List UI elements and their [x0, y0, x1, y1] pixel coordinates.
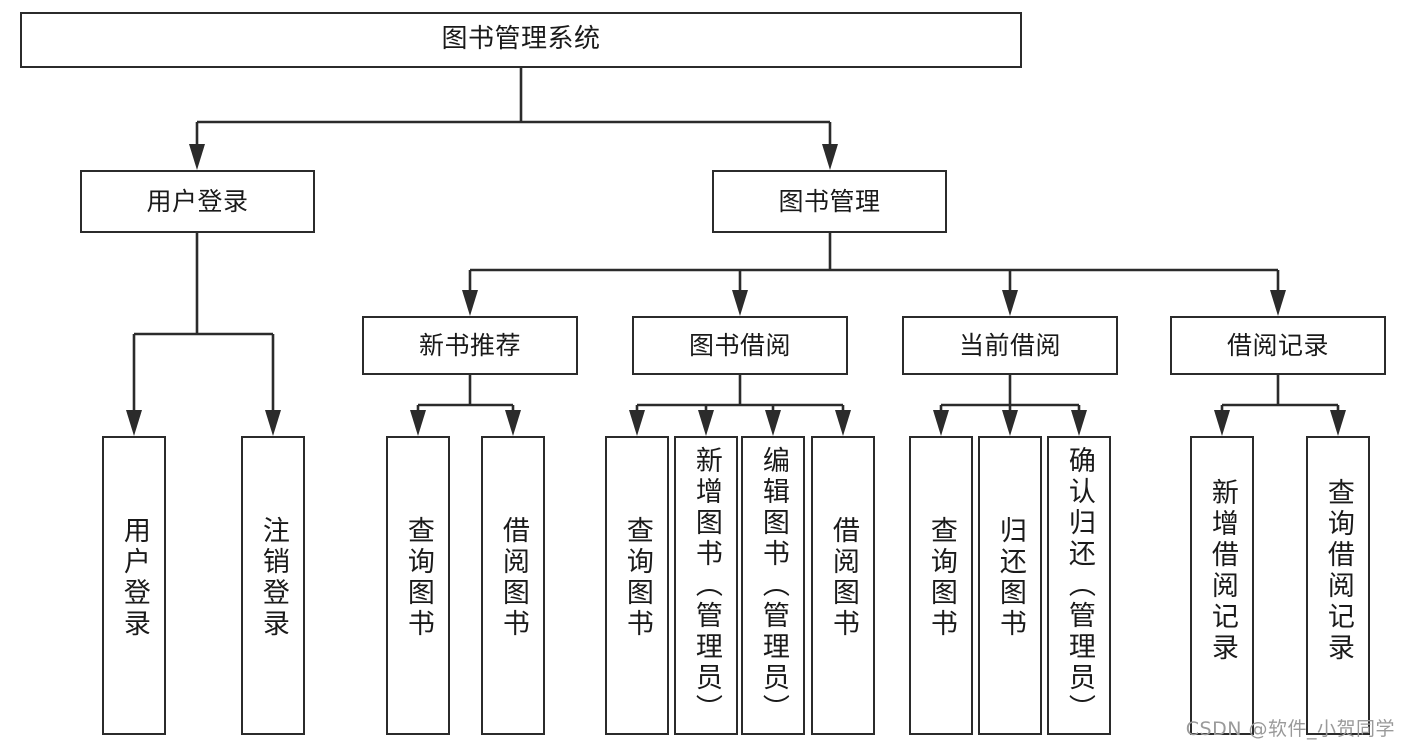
node-label: 查询图书: [621, 516, 653, 640]
edge-userlogin-to-leaves: [126, 233, 281, 436]
edge-newbook-to-leaves: [410, 375, 521, 436]
node-label: 图书借阅: [688, 330, 791, 360]
node-label: 借阅图书: [827, 516, 859, 640]
node-label: 查询图书: [925, 516, 957, 640]
edge-borrowrecord-to-leaves: [1214, 375, 1346, 436]
leaf-user-login[interactable]: 用户登录: [102, 436, 166, 735]
node-label: 新增借阅记录: [1206, 478, 1238, 664]
node-book-management[interactable]: 图书管理: [712, 170, 947, 233]
leaf-add-borrow-record[interactable]: 新增借阅记录: [1190, 436, 1254, 735]
node-label: 用户登录: [118, 516, 150, 640]
node-label: 编辑图书（管理员）: [757, 446, 789, 725]
node-label: 新书推荐: [418, 330, 521, 360]
watermark-text: CSDN @软件_小贺同学: [1185, 718, 1395, 740]
node-book-borrow[interactable]: 图书借阅: [632, 316, 848, 375]
node-label: 注销登录: [257, 516, 289, 640]
leaf-query-book-newbook[interactable]: 查询图书: [386, 436, 450, 735]
node-new-book-recommend[interactable]: 新书推荐: [362, 316, 578, 375]
node-label: 借阅图书: [497, 516, 529, 640]
node-current-borrow[interactable]: 当前借阅: [902, 316, 1118, 375]
node-borrow-record[interactable]: 借阅记录: [1170, 316, 1386, 375]
node-label: 图书管理系统: [441, 24, 601, 55]
leaf-return-book[interactable]: 归还图书: [978, 436, 1042, 735]
leaf-query-book-borrow[interactable]: 查询图书: [605, 436, 669, 735]
leaf-borrow-book-newbook[interactable]: 借阅图书: [481, 436, 545, 735]
node-label: 新增图书（管理员）: [690, 446, 722, 725]
node-label: 查询图书: [402, 516, 434, 640]
leaf-query-borrow-record[interactable]: 查询借阅记录: [1306, 436, 1370, 735]
node-label: 借阅记录: [1226, 330, 1329, 360]
leaf-confirm-return-admin[interactable]: 确认归还（管理员）: [1047, 436, 1111, 735]
node-label: 确认归还（管理员）: [1063, 446, 1095, 725]
leaf-query-book-current[interactable]: 查询图书: [909, 436, 973, 735]
edge-bookmgmt-to-level2: [462, 233, 1286, 316]
leaf-edit-book-admin[interactable]: 编辑图书（管理员）: [741, 436, 805, 735]
edge-root-to-level1: [189, 68, 838, 170]
leaf-add-book-admin[interactable]: 新增图书（管理员）: [674, 436, 738, 735]
leaf-borrow-book[interactable]: 借阅图书: [811, 436, 875, 735]
edge-bookborrow-to-leaves: [629, 375, 851, 436]
node-root-book-management-system[interactable]: 图书管理系统: [20, 12, 1022, 68]
node-label: 用户登录: [146, 186, 249, 216]
leaf-logout[interactable]: 注销登录: [241, 436, 305, 735]
node-label: 图书管理: [778, 186, 881, 216]
edge-currentborrow-to-leaves: [933, 375, 1087, 436]
node-label: 当前借阅: [958, 330, 1061, 360]
node-label: 查询借阅记录: [1322, 478, 1354, 664]
node-label: 归还图书: [994, 516, 1026, 640]
node-user-login[interactable]: 用户登录: [80, 170, 315, 233]
